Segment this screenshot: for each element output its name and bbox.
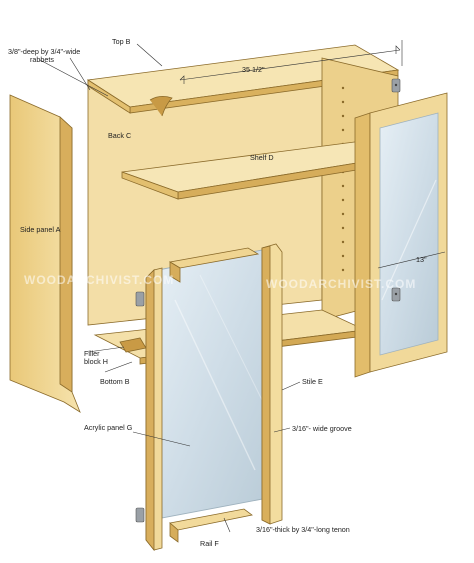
door-hinge-lower-icon bbox=[135, 507, 145, 523]
label-door-dim: 13" bbox=[416, 255, 427, 264]
label-rail: Rail F bbox=[200, 539, 219, 548]
hinge-lower-icon bbox=[391, 287, 401, 302]
door-bottom-rail bbox=[169, 508, 253, 543]
width-dimension bbox=[179, 40, 403, 84]
label-stile: Stile E bbox=[302, 377, 323, 386]
watermark-left: WOODARCHIVIST.COM bbox=[24, 273, 174, 287]
door-width-dimension bbox=[377, 251, 446, 269]
label-filler-line2: block H bbox=[84, 357, 108, 366]
door-left-stile bbox=[145, 267, 163, 552]
right-door bbox=[354, 78, 448, 378]
labels: 3/8"-deep by 3/4"-wide rabbets Top B 35 … bbox=[8, 37, 427, 548]
leader-lines bbox=[39, 43, 301, 533]
watermark-right: WOODARCHIVIST.COM bbox=[266, 277, 416, 291]
svg-text:WOODARCHIVIST.COM: WOODARCHIVIST.COM bbox=[24, 273, 174, 287]
label-width-dim: 35 1/2" bbox=[242, 65, 265, 74]
label-bottom: Bottom B bbox=[100, 377, 130, 386]
shelf bbox=[121, 139, 413, 200]
hinge-upper-icon bbox=[391, 78, 401, 93]
label-back: Back C bbox=[108, 131, 131, 140]
acrylic-panel bbox=[157, 249, 269, 519]
label-filler-line1: Filler bbox=[84, 349, 100, 358]
label-rabbets-line1: 3/8"-deep by 3/4"-wide bbox=[8, 47, 80, 56]
label-side-panel: Side panel A bbox=[20, 225, 61, 234]
label-rabbets-line2: rabbets bbox=[30, 55, 54, 64]
door-top-rail bbox=[168, 247, 260, 283]
label-acrylic: Acrylic panel G bbox=[84, 423, 133, 432]
label-shelf: Shelf D bbox=[250, 153, 274, 162]
door-right-stile bbox=[261, 243, 283, 525]
label-tenon: 3/16"-thick by 3/4"-long tenon bbox=[256, 525, 350, 534]
door-hinge-upper-icon bbox=[135, 291, 145, 307]
label-groove: 3/16"- wide groove bbox=[292, 424, 352, 433]
svg-text:WOODARCHIVIST.COM: WOODARCHIVIST.COM bbox=[266, 277, 416, 291]
label-top: Top B bbox=[112, 37, 131, 46]
side-panel-left bbox=[9, 94, 81, 413]
